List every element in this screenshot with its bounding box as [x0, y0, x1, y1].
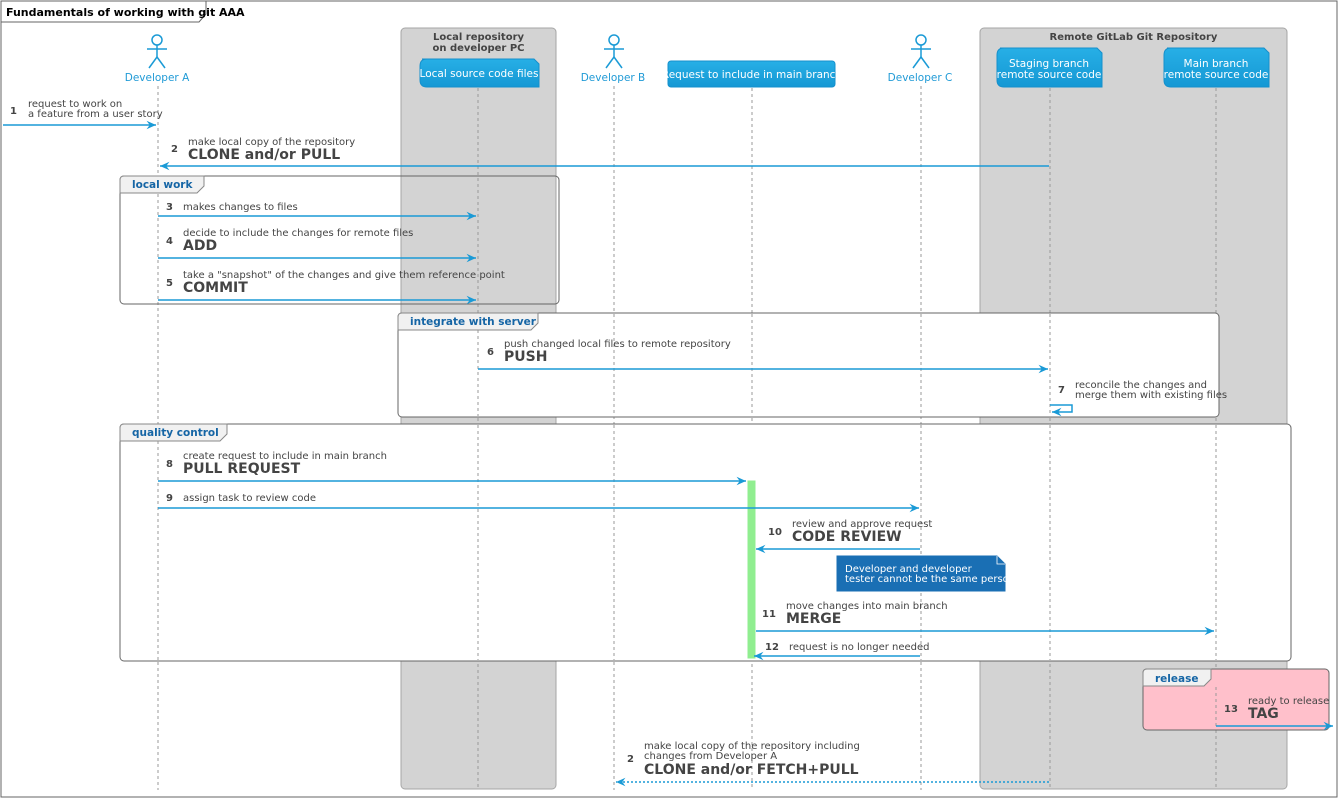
group-label-quality: quality control — [132, 427, 219, 439]
message-number: 5 — [166, 278, 173, 289]
message-number: 2 — [627, 754, 634, 765]
actor-developer-b — [604, 34, 624, 69]
group-label-integrate: integrate with server — [410, 316, 537, 328]
message-text: ready to release — [1248, 696, 1329, 707]
message-13: 13 ready to release TAG — [1224, 696, 1329, 722]
group-label-release: release — [1155, 673, 1198, 685]
actor-label-developer-c: Developer C — [888, 72, 953, 84]
message-arrows — [3, 120, 1333, 787]
message-3: 3 makes changes to files — [166, 202, 298, 213]
lifelines-overlay — [157, 314, 1217, 729]
actor-label-developer-a: Developer A — [125, 72, 190, 84]
message-2b: 2 make local copy of the repository incl… — [627, 741, 860, 778]
message-number: 12 — [765, 642, 779, 653]
actor-icon — [915, 34, 927, 46]
message-text: create request to include in main branch — [183, 451, 387, 462]
group-label-local-work: local work — [132, 179, 193, 191]
message-2: 2 make local copy of the repository CLON… — [171, 137, 355, 163]
message-10: 10 review and approve request CODE REVIE… — [768, 519, 932, 545]
message-text: review and approve request — [792, 519, 932, 530]
message-command: MERGE — [786, 611, 841, 627]
message-command: CODE REVIEW — [792, 529, 902, 545]
group-integrate: integrate with server — [397, 312, 1220, 418]
message-11: 11 move changes into main branch MERGE — [762, 601, 948, 627]
group-quality: quality control — [119, 423, 1292, 662]
message-text: makes changes to files — [183, 202, 298, 213]
message-command: ADD — [183, 238, 217, 254]
message-text: request is no longer needed — [789, 642, 930, 653]
group-release: release — [1142, 668, 1330, 731]
actor-developer-a — [147, 34, 167, 69]
message-text: take a "snapshot" of the changes and giv… — [183, 270, 505, 281]
participant-main — [1163, 47, 1270, 88]
actor-label-developer-b: Developer B — [581, 72, 646, 84]
participant-request — [667, 60, 836, 88]
message-6: 6 push changed local files to remote rep… — [487, 339, 731, 365]
message-text: assign task to review code — [183, 493, 316, 504]
arrow-7 — [1050, 404, 1073, 417]
message-number: 13 — [1224, 704, 1238, 715]
participant-staging — [996, 47, 1103, 88]
message-9: 9 assign task to review code — [166, 493, 316, 504]
remote-repository-box-title: Remote GitLab Git Repository — [1050, 32, 1218, 43]
message-number: 3 — [166, 202, 173, 213]
message-command: COMMIT — [183, 280, 248, 296]
message-text: move changes into main branch — [786, 601, 948, 612]
message-command: PULL REQUEST — [183, 461, 301, 477]
message-4: 4 decide to include the changes for remo… — [166, 228, 413, 254]
message-text: make local copy of the repository includ… — [644, 741, 860, 762]
message-number: 10 — [768, 527, 782, 538]
message-text: make local copy of the repository — [188, 137, 355, 148]
message-number: 7 — [1058, 385, 1065, 396]
message-command: CLONE and/or PULL — [188, 147, 340, 163]
message-text: push changed local files to remote repos… — [504, 339, 731, 350]
message-8: 8 create request to include in main bran… — [166, 451, 387, 477]
title-tab — [0, 0, 207, 23]
message-number: 8 — [166, 459, 173, 470]
actor-icon — [151, 34, 163, 46]
message-text: decide to include the changes for remote… — [183, 228, 413, 239]
group-local-work: local work — [119, 175, 560, 305]
participant-local-files — [419, 58, 540, 88]
message-command: TAG — [1248, 706, 1279, 722]
message-5: 5 take a "snapshot" of the changes and g… — [166, 270, 505, 296]
message-number: 9 — [166, 493, 173, 504]
message-command: CLONE and/or FETCH+PULL — [644, 762, 859, 778]
message-number: 11 — [762, 609, 776, 620]
message-command: PUSH — [504, 349, 547, 365]
actor-developer-c — [911, 34, 931, 69]
message-12: 12 request is no longer needed — [765, 642, 930, 653]
participant-label-request: Request to include in main branch — [662, 69, 842, 81]
message-number: 1 — [10, 106, 17, 117]
diagram-title: Fundamentals of working with git AAA — [6, 6, 245, 19]
message-number: 4 — [166, 236, 173, 247]
message-number: 2 — [171, 144, 178, 155]
note-developer-tester — [836, 555, 1006, 592]
participant-label-local-files: Local source code files — [420, 68, 539, 80]
activation-bar-request — [747, 480, 756, 659]
actor-icon — [608, 34, 620, 46]
message-number: 6 — [487, 347, 494, 358]
